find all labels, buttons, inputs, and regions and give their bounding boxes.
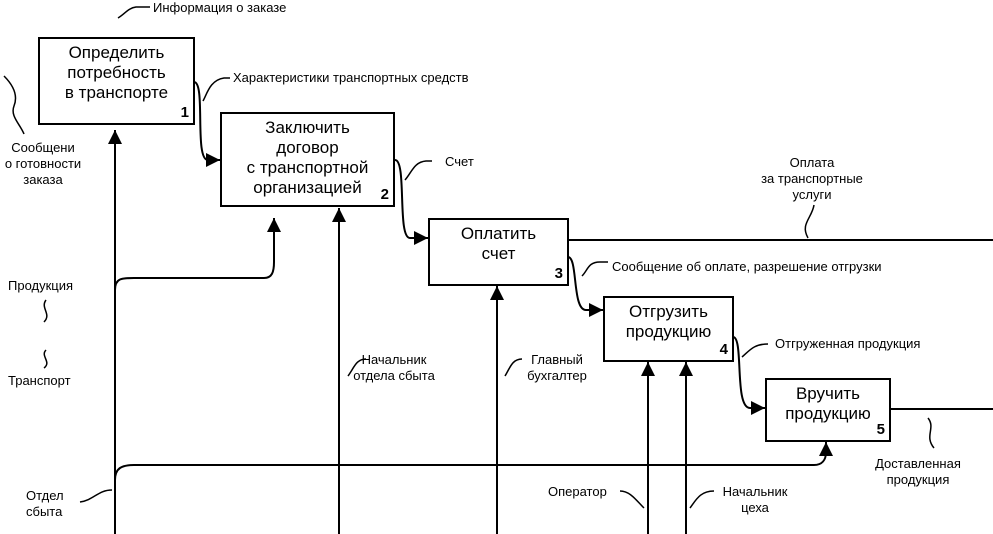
leader-order-info [117,6,150,19]
label-delivered-products: Доставленная продукция [875,456,961,487]
label-products: Продукция [8,278,74,293]
leader-vehicle-specs [202,77,230,102]
activity-box-4[interactable]: Отгрузить продукцию 4 [603,296,734,362]
label-transport-payment: Оплата за транспортные услуги [761,155,863,202]
leader-accountant [504,358,523,377]
activity-box-2[interactable]: Заключить договор с транспортной организ… [220,112,395,207]
leader-shipped [741,343,769,358]
leader-transport [43,349,48,369]
arrow-1-to-2 [193,81,220,167]
leader-products [43,299,48,323]
label-sales-head: Начальник отдела сбыта [353,352,435,383]
activity-box-3[interactable]: Оплатить счет 3 [428,218,569,286]
label-vehicle-specs: Характеристики транспортных средств [233,70,469,85]
activity-number: 1 [180,104,189,121]
activity-title: Определить потребность в транспорте [64,43,169,102]
leader-shop-head [689,490,715,509]
label-payment-message: Сообщение об оплате, разрешение отгрузки [612,259,882,274]
mechanism-branch-box5 [114,442,833,481]
activity-title: Вручить продукцию [785,384,871,423]
activity-title: Оплатить счет [460,224,537,263]
activity-number: 2 [380,186,389,203]
label-shop-head: Начальник цеха [722,484,788,515]
label-operator: Оператор [548,484,607,499]
leader-delivered [927,417,935,449]
label-order-info: Информация о заказе [153,0,287,15]
arrow-4-to-5 [732,336,765,415]
leader-operator [619,490,645,509]
leader-payment-message [581,261,608,277]
activity-title: Отгрузить продукцию [625,302,712,341]
arrow-3-to-4 [567,256,603,317]
leader-sales-dept [79,489,113,503]
label-transport: Транспорт [8,373,71,388]
activity-number: 4 [719,341,728,358]
label-ready-message: Сообщени о готовности заказа [4,140,82,187]
leader-ready-message [3,75,25,135]
label-sales-dept: Отдел сбыта [26,488,64,519]
arrow-2-to-3 [394,159,428,245]
activity-box-5[interactable]: Вручить продукцию 5 [765,378,891,442]
label-invoice: Счет [445,154,474,169]
leader-sales-head [347,358,367,377]
leader-transport-payment [804,204,815,239]
mechanism-branch-box2 [114,218,281,291]
activity-number: 3 [554,265,563,282]
label-chief-accountant: Главный бухгалтер [527,352,587,383]
activity-title: Заключить договор с транспортной организ… [246,118,369,197]
leader-invoice [404,160,432,181]
activity-number: 5 [876,421,885,438]
label-shipped-products: Отгруженная продукция [775,336,921,351]
activity-box-1[interactable]: Определить потребность в транспорте 1 [38,37,195,125]
